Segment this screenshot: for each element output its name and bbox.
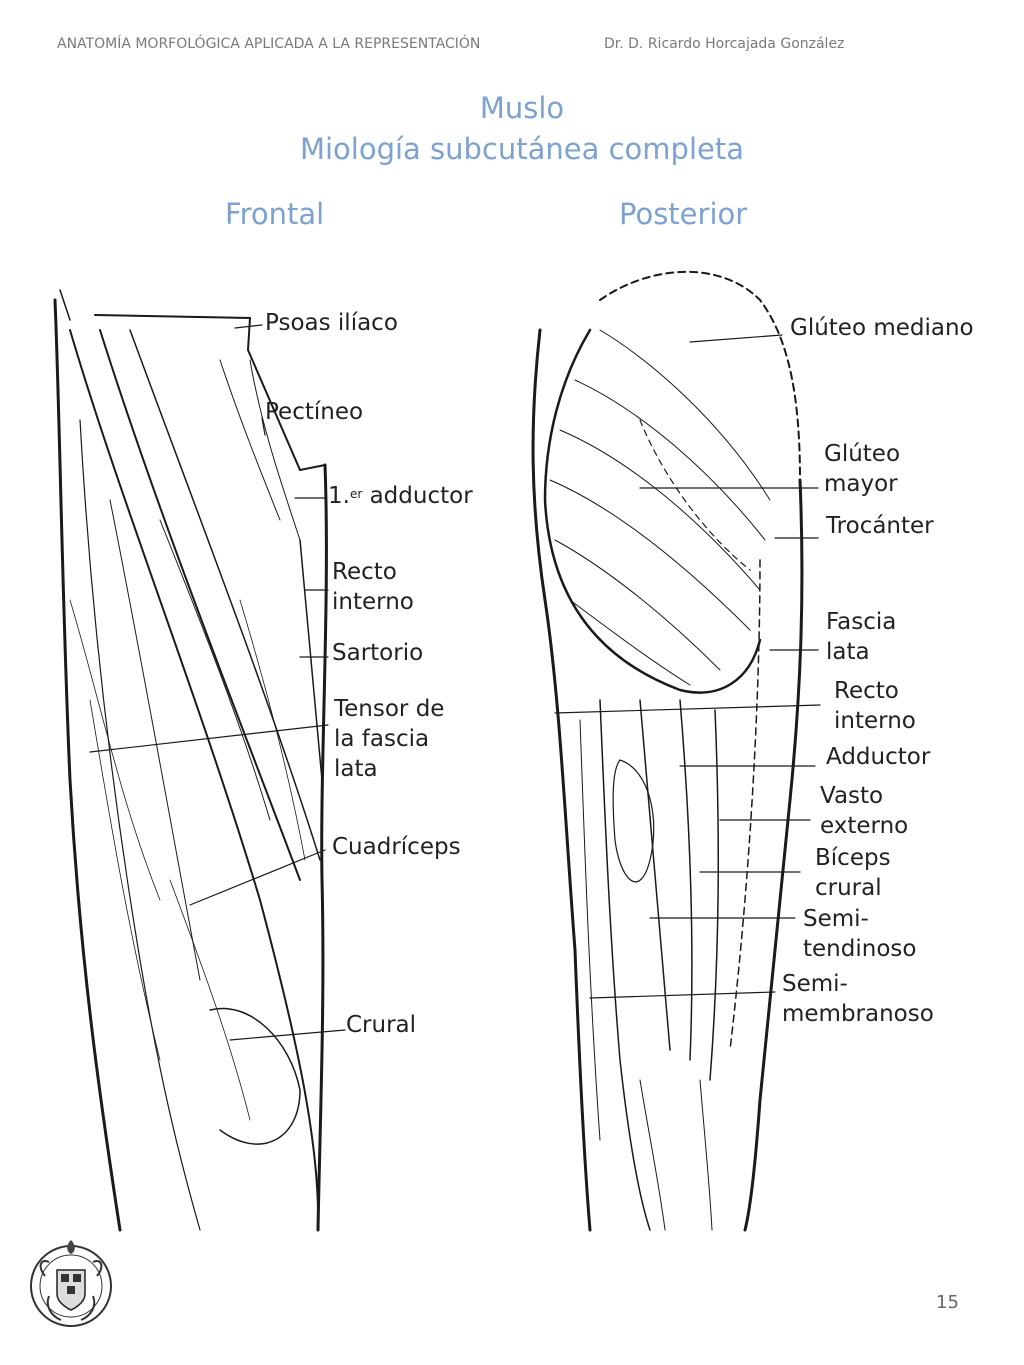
- label-line: mayor: [824, 471, 898, 497]
- page-number: 15: [936, 1292, 959, 1313]
- label-line: tendinoso: [803, 936, 917, 962]
- label-line: lata: [826, 639, 870, 665]
- label-line: Fascia: [826, 609, 897, 635]
- label-vasto-externo: Vasto externo: [820, 781, 908, 841]
- label-line: Recto: [332, 559, 397, 585]
- label-line: Bíceps: [815, 845, 891, 871]
- label-trocanter: Trocánter: [826, 513, 934, 539]
- label-adductor-ordinal: er: [349, 487, 363, 501]
- label-line: Tensor de: [334, 696, 445, 722]
- label-line: Vasto: [820, 783, 884, 809]
- frontal-view-heading: Frontal: [225, 197, 325, 231]
- label-line: crural: [815, 875, 882, 901]
- page-subtitle: Miología subcutánea completa: [299, 132, 745, 166]
- label-pectineo: Pectíneo: [265, 399, 364, 425]
- label-sartorio: Sartorio: [332, 640, 424, 666]
- label-line: externo: [820, 813, 909, 839]
- label-line: Semi-: [803, 906, 869, 932]
- label-crural: Crural: [346, 1012, 417, 1038]
- label-biceps-crural: Bíceps crural: [815, 843, 891, 903]
- label-line: Semi-: [782, 971, 848, 997]
- label-adductor-number: 1.: [328, 483, 350, 509]
- label-gluteo-mediano: Glúteo mediano: [790, 315, 974, 341]
- label-line: lata: [334, 756, 378, 782]
- label-line: la fascia: [334, 726, 430, 752]
- label-semimembranoso: Semi-membranoso: [782, 969, 934, 1029]
- page-title: Muslo: [479, 91, 565, 125]
- label-line: interno: [834, 708, 916, 734]
- frontal-thigh-drawing: [53, 289, 346, 1232]
- label-gluteo-mayor: Glúteo mayor: [824, 439, 900, 499]
- label-adductor-posterior: Adductor: [826, 744, 931, 770]
- label-semitendinoso: Semi-tendinoso: [803, 904, 916, 964]
- header-course-title: ANATOMÍA MORFOLÓGICA APLICADA A LA REPRE…: [57, 36, 481, 52]
- label-fascia-lata: Fascia lata: [826, 607, 896, 667]
- label-recto-interno-frontal: Recto interno: [332, 557, 414, 617]
- header-author: Dr. D. Ricardo Horcajada González: [604, 36, 845, 52]
- label-adductor-word: adductor: [362, 483, 473, 509]
- label-line: Glúteo: [824, 441, 901, 467]
- label-psoas-iliaco: Psoas ilíaco: [265, 310, 398, 336]
- label-recto-interno-posterior: Recto interno: [834, 676, 916, 736]
- label-line: membranoso: [782, 1001, 934, 1027]
- label-line: Recto: [834, 678, 899, 704]
- label-line: interno: [332, 589, 414, 615]
- posterior-thigh-drawing: [531, 270, 821, 1232]
- label-tensor-fascia-lata: Tensor de la fascia lata: [334, 694, 444, 784]
- university-seal-icon: [30, 1240, 112, 1327]
- label-cuadriceps: Cuadríceps: [332, 834, 461, 860]
- label-primer-adductor: 1.er adductor: [328, 481, 473, 511]
- posterior-view-heading: Posterior: [619, 197, 748, 231]
